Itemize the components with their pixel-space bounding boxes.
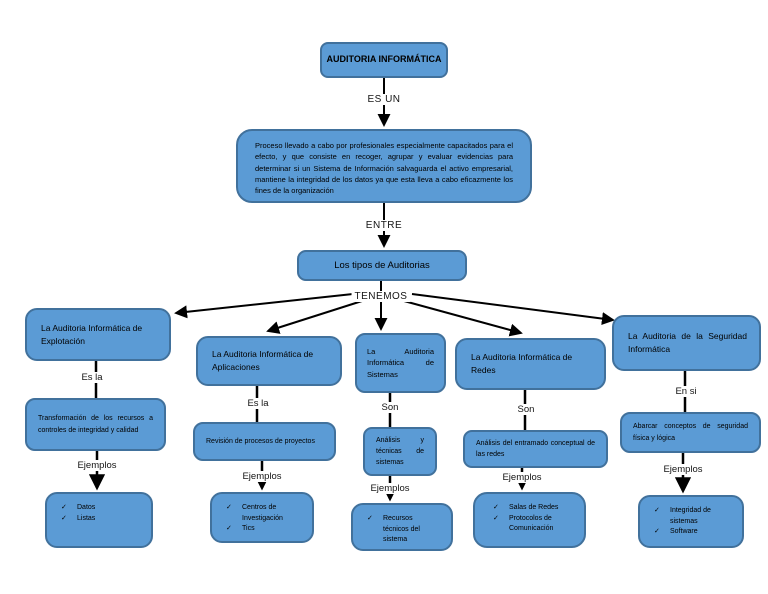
node-explotacion-header: La Auditoria Informática de Explotación [25,308,171,361]
label-sistemas-ejemplos: Ejemplos [367,483,413,494]
label-explotacion-ejemplos: Ejemplos [74,460,120,471]
node-seguridad-examples: ✓Integridad de sistemas ✓Software [638,495,744,548]
label-redes-link: Son [514,404,538,415]
list-item: ✓Software [654,527,736,538]
example-list: ✓Recursos técnicos del sistema [353,505,451,552]
check-icon: ✓ [61,504,67,511]
check-icon: ✓ [61,514,67,522]
node-tipos-auditorias: Los tipos de Auditorias [297,250,467,281]
node-aplicaciones-detail: Revisión de procesos de proyectos [193,422,336,461]
label-sistemas-link: Son [378,402,402,413]
node-explotacion-examples: ✓Datos ✓Listas [45,492,153,548]
label-aplicaciones-ejemplos: Ejemplos [239,471,285,482]
node-sistemas-header: La Auditoria Informática de Sistemas [355,333,446,393]
node-seguridad-header: La Auditoria de la Seguridad Informática [612,315,761,371]
list-item: ✓Salas de Redes [493,503,578,514]
node-aplicaciones-examples: ✓Centros de Investigación ✓Tics [210,492,314,543]
list-item: ✓Centros de Investigación [226,503,306,524]
label-seguridad-ejemplos: Ejemplos [660,464,706,475]
node-seguridad-detail: Abarcar conceptos de seguridad física y … [620,412,761,453]
check-icon: ✓ [654,528,660,535]
check-icon: ✓ [367,515,373,522]
example-list: ✓Integridad de sistemas ✓Software [640,497,742,544]
example-list: ✓Centros de Investigación ✓Tics [212,494,312,541]
node-sistemas-detail: Análisis y técnicas de sistemas [363,427,437,476]
check-icon: ✓ [493,504,499,511]
list-item: ✓Datos [61,503,145,514]
label-tenemos: TENEMOS [351,291,411,302]
label-seguridad-link: En si [672,386,700,397]
node-aplicaciones-header: La Auditoria Informática de Aplicaciones [196,336,342,386]
list-item: ✓Protocolos de Comunicación [493,514,578,535]
node-redes-detail: Análisis del entramado conceptual de las… [463,430,608,468]
list-item: ✓Tics [226,524,306,535]
node-explotacion-detail: Transformación de los recursos a control… [25,398,166,451]
check-icon: ✓ [226,525,232,532]
list-item: ✓Listas [61,514,145,525]
node-auditoria-informatica: AUDITORIA INFORMÁTICA [320,42,448,78]
label-es-un: ES UN [364,94,404,105]
list-item: ✓Recursos técnicos del sistema [367,514,431,546]
label-entre: ENTRE [362,220,406,231]
label-aplicaciones-link: Es la [244,398,272,409]
check-icon: ✓ [226,504,232,511]
label-redes-ejemplos: Ejemplos [499,472,545,483]
check-icon: ✓ [654,507,660,514]
check-icon: ✓ [493,514,499,522]
list-item: ✓Integridad de sistemas [654,506,736,527]
node-descripcion: Proceso llevado a cabo por profesionales… [236,129,532,203]
node-redes-examples: ✓Salas de Redes ✓Protocolos de Comunicac… [473,492,586,548]
node-sistemas-examples: ✓Recursos técnicos del sistema [351,503,453,551]
node-redes-header: La Auditoria Informática de Redes [455,338,606,390]
example-list: ✓Salas de Redes ✓Protocolos de Comunicac… [475,494,584,541]
example-list: ✓Datos ✓Listas [47,494,151,530]
label-explotacion-link: Es la [78,372,106,383]
